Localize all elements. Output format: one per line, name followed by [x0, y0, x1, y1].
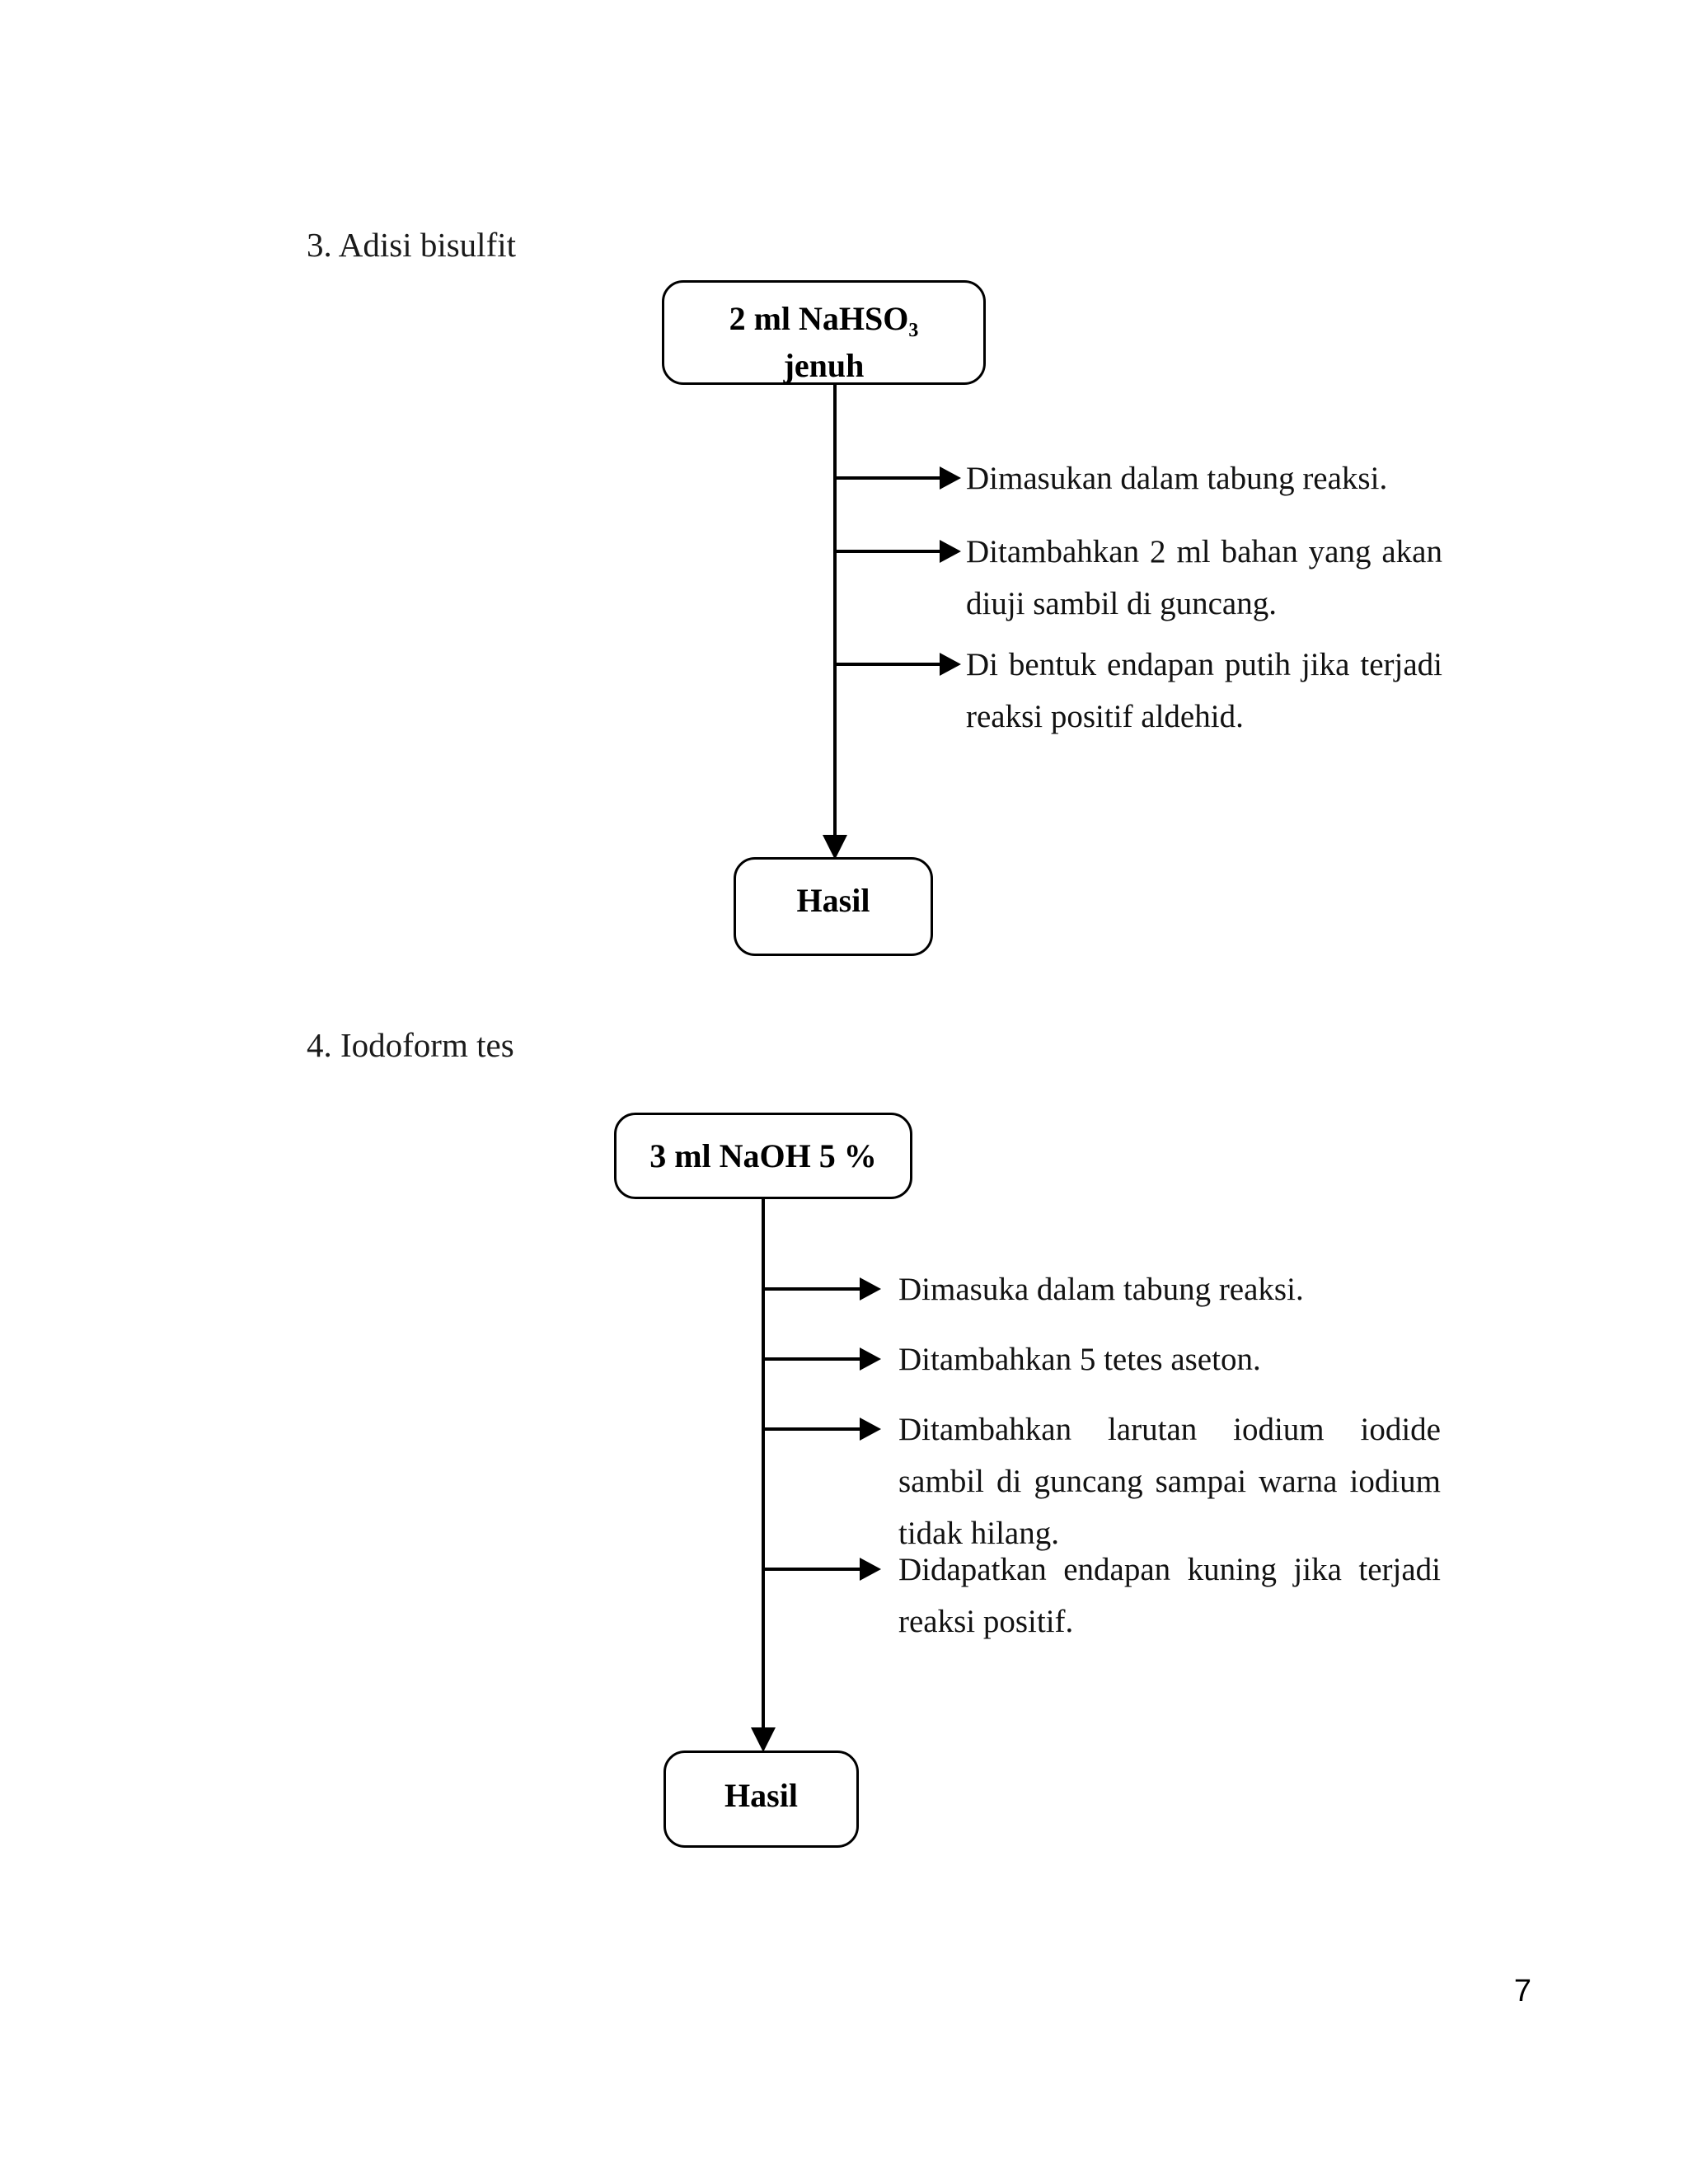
section-heading-3: 3. Adisi bisulfit	[307, 226, 517, 264]
flow-box-label: Hasil	[724, 1777, 798, 1814]
flow-step-label-iodoform-2: Ditambahkan 5 tetes aseton.	[898, 1342, 1261, 1377]
flow-step-label-bisulfit-3: Di bentuk endapan putih jika terjadi rea…	[966, 647, 1442, 735]
connector-hline-bisulfit-2	[833, 550, 942, 553]
connector-arrowhead-iodoform-3	[860, 1418, 881, 1441]
flow-start-box-iodoform: 3 ml NaOH 5 %	[614, 1113, 912, 1199]
flow-end-box-iodoform: Hasil	[663, 1750, 859, 1848]
connector-hline-iodoform-3	[762, 1427, 862, 1431]
page-number: 7	[1513, 1974, 1531, 2008]
connector-arrowhead-iodoform-2	[860, 1347, 881, 1371]
flow-step-label-bisulfit-1: Dimasukan dalam tabung reaksi.	[966, 461, 1388, 496]
connector-arrowhead-down-iodoform	[751, 1727, 776, 1752]
section-heading-4: 4. Iodoform tes	[307, 1026, 514, 1064]
connector-arrowhead-iodoform-4	[860, 1558, 881, 1581]
connector-hline-bisulfit-1	[833, 476, 942, 480]
flow-step-label-iodoform-3: Ditambahkan larutan iodium iodide sambil…	[898, 1412, 1441, 1552]
flow-end-box-bisulfit: Hasil	[734, 857, 933, 956]
connector-vline-bisulfit	[833, 385, 837, 843]
flow-step-label-iodoform-1: Dimasuka dalam tabung reaksi.	[898, 1272, 1304, 1307]
flow-box-line-2: jenuh	[783, 346, 865, 384]
flow-box-label: 3 ml NaOH 5 %	[649, 1137, 877, 1174]
connector-arrowhead-down-bisulfit	[823, 835, 847, 860]
flow-start-box-bisulfit: 2 ml NaHSO₃ jenuh	[662, 280, 986, 385]
connector-arrowhead-iodoform-1	[860, 1277, 881, 1301]
connector-hline-iodoform-2	[762, 1357, 862, 1361]
flow-box-line-1: 2 ml NaHSO₃	[729, 300, 919, 337]
connector-hline-bisulfit-3	[833, 663, 942, 666]
flow-box-label: Hasil	[796, 882, 870, 919]
flow-step-label-iodoform-4: Didapatkan endapan kuning jika terjadi r…	[898, 1552, 1441, 1640]
connector-hline-iodoform-1	[762, 1287, 862, 1291]
connector-arrowhead-bisulfit-2	[940, 540, 961, 563]
flow-step-label-bisulfit-2: Ditambahkan 2 ml bahan yang akan diuji s…	[966, 534, 1442, 622]
connector-arrowhead-bisulfit-3	[940, 653, 961, 676]
connector-hline-iodoform-4	[762, 1568, 862, 1571]
connector-vline-iodoform	[762, 1199, 765, 1736]
connector-arrowhead-bisulfit-1	[940, 466, 961, 490]
